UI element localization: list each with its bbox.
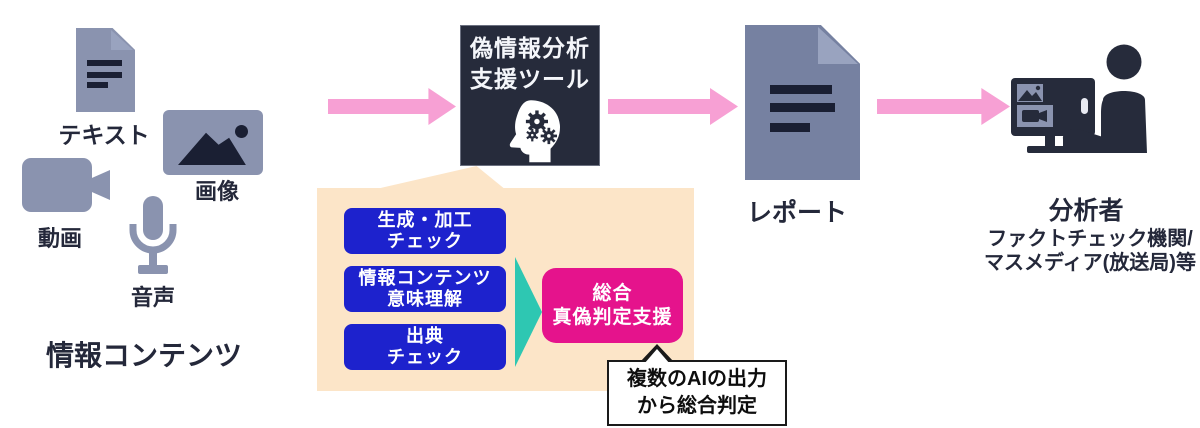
- analyst-org-line2: マスメディア(放送局)等: [984, 252, 1196, 274]
- input-label-image: 画像: [194, 179, 239, 204]
- module-line: チェック: [387, 231, 463, 251]
- tool-title-line2: 支援ツール: [470, 66, 590, 92]
- output-judgement-box: 総合 真偽判定支援: [542, 268, 683, 343]
- tool-box: 偽情報分析 支援ツール: [460, 25, 600, 166]
- input-label-video: 動画: [37, 226, 82, 251]
- module-source-check: 出典 チェック: [344, 324, 506, 370]
- module-line: 情報コンテンツ: [358, 268, 492, 288]
- output-line: 真偽判定支援: [552, 306, 673, 328]
- module-line: 意味理解: [387, 289, 463, 309]
- flow-arrow-1: [328, 88, 456, 125]
- tool-title: 偽情報分析 支援ツール: [461, 33, 599, 95]
- report-label: レポート: [746, 199, 847, 227]
- module-line: 生成・加工: [377, 210, 473, 230]
- module-semantic-understanding: 情報コンテンツ 意味理解: [344, 266, 506, 312]
- output-line: 総合: [592, 282, 633, 304]
- flow-arrow-2: [608, 88, 738, 125]
- analyst-label: 分析者: [1048, 197, 1124, 225]
- callout-wedge: [372, 166, 506, 190]
- module-line: 出典: [406, 326, 444, 346]
- microphone-icon: [129, 196, 177, 274]
- tool-title-line1: 偽情報分析: [470, 35, 590, 61]
- video-camera-icon: [22, 158, 112, 212]
- document-icon: [76, 28, 135, 112]
- flow-arrow-3: [877, 88, 1010, 125]
- head-gears-icon: [509, 100, 561, 163]
- callout-line: 複数のAIの出力: [627, 368, 767, 390]
- module-line: チェック: [387, 347, 463, 367]
- module-generation-check: 生成・加工 チェック: [344, 208, 506, 254]
- input-group-label: 情報コンテンツ: [45, 340, 242, 371]
- analyst-at-computer-icon: [1011, 44, 1147, 153]
- callout-line: から総合判定: [637, 395, 757, 417]
- input-label-audio: 音声: [130, 285, 175, 310]
- callout-bubble: 複数のAIの出力 から総合判定: [607, 360, 787, 426]
- input-label-text: テキスト: [58, 122, 150, 148]
- input-group: テキスト 画像 動画 音声 情報コンテンツ: [0, 0, 300, 428]
- analyst-org-line1: ファクトチェック機関/: [987, 228, 1193, 250]
- image-icon: [163, 110, 263, 175]
